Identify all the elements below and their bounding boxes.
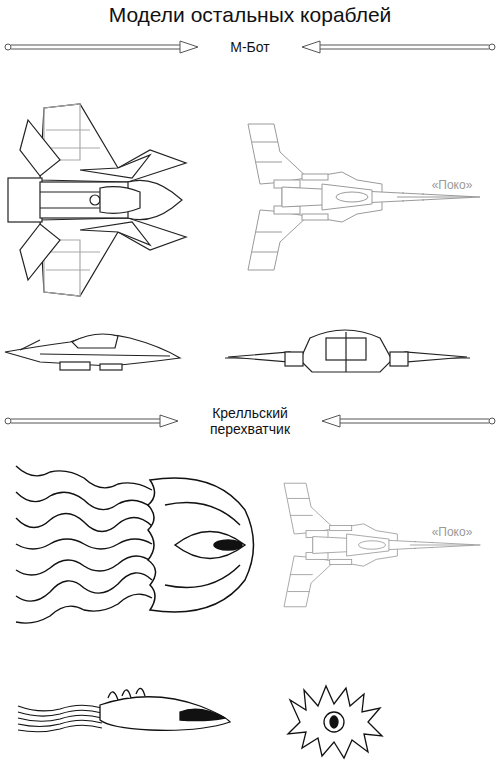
page-title: Модели остальных кораблей (0, 3, 500, 27)
ship-callout: «Поко» (430, 178, 475, 192)
section-banner: Крелльский перехватчик (182, 405, 318, 437)
ship-callout: «Поко» (430, 525, 475, 539)
section-banner: М-Бот (227, 39, 272, 55)
